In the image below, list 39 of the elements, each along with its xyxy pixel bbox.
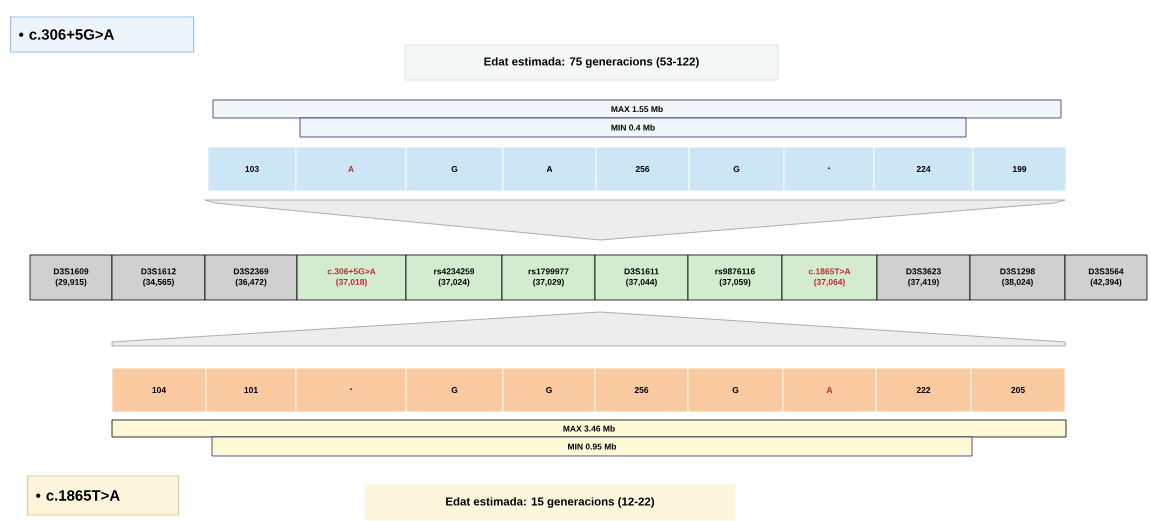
age-estimate-box: Edat estimada: 75 generacions (53-122) [404, 44, 779, 81]
allele-cell: 103 [207, 146, 297, 192]
allele-cell: 199 [972, 146, 1067, 192]
marker-cell: c.306+5G>A (37,018) [296, 254, 407, 301]
allele-cell: A [502, 146, 597, 192]
allele-cell: 256 [595, 146, 690, 192]
allele-cell: - [783, 146, 875, 192]
allele-cell: - [295, 367, 407, 413]
marker-cell: D3S3623 (37,419) [876, 254, 971, 301]
haplotype-max-bar: MAX 3.46 Mb [111, 419, 1067, 438]
marker-cell: rs4234259 (37,024) [405, 254, 503, 301]
allele-cell: G [405, 146, 504, 192]
marker-cell: D3S2369 (36,472) [204, 254, 298, 301]
mutation-title-box: • c.1865T>A [27, 475, 180, 516]
allele-cell: G [688, 146, 785, 192]
allele-cell: 256 [594, 367, 689, 413]
allele-cell: 222 [875, 367, 972, 413]
mutation-title-box: • c.306+5G>A [10, 16, 195, 53]
age-estimate-box: Edat estimada: 15 generacions (12-22) [364, 484, 736, 521]
allele-cell: 101 [205, 367, 297, 413]
allele-cell: 205 [970, 367, 1066, 413]
marker-cell: c.1865T>A (37,064) [781, 254, 878, 301]
haplotype-min-bar: MIN 0.4 Mb [299, 117, 967, 138]
haplotype-min-bar: MIN 0.95 Mb [211, 436, 973, 457]
marker-cell: D3S1611 (37,044) [594, 254, 689, 301]
allele-cell: G [502, 367, 596, 413]
marker-cell: D3S1609 (29,915) [29, 254, 113, 301]
allele-cell: 104 [111, 367, 207, 413]
allele-cell: A [782, 367, 877, 413]
marker-cell: D3S3564 (42,394) [1064, 254, 1148, 301]
allele-cell: G [687, 367, 784, 413]
marker-cell: D3S1612 (34,565) [111, 254, 206, 301]
allele-cell: A [295, 146, 407, 192]
marker-cell: rs9876116 (37,059) [687, 254, 783, 301]
allele-cell: 224 [873, 146, 974, 192]
allele-cell: G [405, 367, 504, 413]
marker-cell: rs1799977 (37,029) [501, 254, 596, 301]
haplotype-max-bar: MAX 1.55 Mb [212, 99, 1062, 119]
marker-cell: D3S1298 (38,024) [969, 254, 1066, 301]
